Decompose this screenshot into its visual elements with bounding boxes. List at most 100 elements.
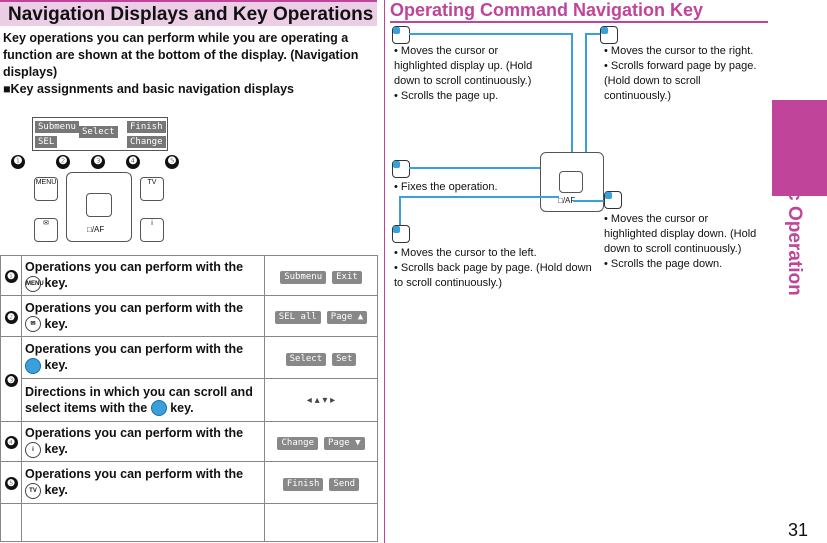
table-row-empty bbox=[0, 503, 378, 542]
right-header-underline bbox=[390, 21, 768, 23]
row-text-suffix: key. bbox=[44, 483, 68, 498]
nav-up-text: • Scrolls the page up. bbox=[394, 90, 499, 102]
subheading: ■Key assignments and basic navigation di… bbox=[3, 82, 294, 96]
nav-center-description: • Fixes the operation. bbox=[394, 180, 534, 195]
nav-center-text: • Fixes the operation. bbox=[394, 181, 498, 193]
center-key-icon bbox=[559, 171, 583, 193]
pad-label: □/AF bbox=[558, 196, 576, 205]
soft-label-finish: Finish bbox=[127, 121, 166, 133]
connector-line bbox=[409, 33, 573, 35]
page-number: 31 bbox=[788, 520, 809, 540]
direction-arrows-icon: ◂ ▴ ▾ ▸ bbox=[306, 394, 336, 406]
row-text: Operations you can perform with the bbox=[25, 260, 244, 275]
row-text: Operations you can perform with the bbox=[25, 467, 244, 482]
nav-button-image: SEL all bbox=[274, 311, 321, 324]
row-text-suffix: key. bbox=[44, 316, 68, 331]
nav-pad-illustration: □/AF bbox=[66, 172, 132, 242]
side-tab-label-wrap: Basic Operation bbox=[783, 150, 805, 450]
nav-pad-illustration: □/AF bbox=[540, 152, 604, 212]
callout-2: ❷ bbox=[56, 155, 70, 169]
nav-button-image: Page ▼ bbox=[324, 436, 365, 450]
nav-right-description: • Moves the cursor to the right. • Scrol… bbox=[604, 44, 764, 104]
nav-button-image: Submenu bbox=[280, 270, 327, 284]
callout-1: ❶ bbox=[11, 155, 25, 169]
nav-button-image: Change bbox=[277, 436, 318, 450]
mail-key-icon: ✉ bbox=[25, 316, 41, 333]
right-header-title: Operating Command Navigation Key bbox=[390, 0, 704, 20]
center-key-icon bbox=[25, 357, 41, 374]
menu-key-icon: MENU bbox=[25, 275, 44, 292]
nav-right-key-icon bbox=[600, 26, 618, 44]
soft-label-submenu: Submenu bbox=[35, 121, 79, 133]
row-text-suffix: key. bbox=[44, 442, 68, 457]
display-illustration: Submenu Select Finish SEL Change bbox=[32, 117, 168, 151]
callout-3: ❸ bbox=[91, 155, 105, 169]
side-tab bbox=[772, 100, 827, 196]
nav-key-icon bbox=[150, 400, 167, 417]
nav-down-text: • Scrolls the page down. bbox=[604, 258, 723, 270]
column-divider bbox=[384, 0, 385, 543]
i-key-icon: i bbox=[25, 441, 41, 458]
side-tab-label: Basic Operation bbox=[784, 150, 805, 296]
nav-left-description: • Moves the cursor to the left. • Scroll… bbox=[394, 246, 594, 291]
tv-key-icon: TV bbox=[25, 482, 41, 499]
row-text-suffix: key. bbox=[44, 358, 68, 373]
nav-button-image: Finish bbox=[282, 477, 324, 491]
row-text: Operations you can perform with the bbox=[25, 342, 244, 357]
i-key-icon: i bbox=[140, 218, 164, 242]
nav-button-image: Select bbox=[285, 352, 327, 366]
table-row: Directions in which you can scroll and s… bbox=[1, 378, 378, 422]
row-text: Directions in which you can scroll and s… bbox=[25, 384, 253, 415]
nav-right-text: • Scrolls forward page by page. (Hold do… bbox=[604, 60, 757, 102]
tv-key-icon: TV bbox=[140, 177, 164, 201]
connector-line bbox=[585, 33, 587, 183]
nav-button-image: Set bbox=[332, 352, 357, 366]
soft-label-select: Select bbox=[79, 126, 118, 138]
nav-up-description: • Moves the cursor or highlighted displa… bbox=[394, 44, 544, 104]
connector-line bbox=[573, 200, 604, 202]
nav-button-image: Exit bbox=[332, 270, 362, 284]
callout-5: ❺ bbox=[165, 155, 179, 169]
nav-down-description: • Moves the cursor or highlighted displa… bbox=[604, 212, 764, 272]
center-key-icon bbox=[86, 193, 112, 217]
row-text-suffix: key. bbox=[170, 400, 194, 415]
nav-left-text: • Moves the cursor to the left. bbox=[394, 247, 537, 259]
intro-text: Key operations you can perform while you… bbox=[3, 31, 359, 79]
callout-4: ❹ bbox=[126, 155, 140, 169]
nav-left-text: • Scrolls back page by page. (Hold down … bbox=[394, 262, 592, 289]
connector-line bbox=[399, 196, 559, 198]
nav-down-key-icon bbox=[604, 191, 622, 209]
mail-key-icon: ✉ bbox=[34, 218, 58, 242]
soft-label-change: Change bbox=[127, 136, 166, 148]
row-text-suffix: key. bbox=[44, 276, 68, 291]
connector-line bbox=[585, 33, 600, 35]
nav-right-text: • Moves the cursor to the right. bbox=[604, 45, 754, 57]
nav-button-image: Page ▲ bbox=[326, 311, 368, 324]
row-number: ❹ bbox=[4, 436, 18, 449]
row-number: ❺ bbox=[4, 477, 18, 490]
nav-up-text: • Moves the cursor or highlighted displa… bbox=[394, 45, 533, 87]
pad-label: □/AF bbox=[87, 225, 105, 234]
left-header-title: Navigation Displays and Key Operations bbox=[8, 4, 374, 25]
left-section-header: Navigation Displays and Key Operations bbox=[0, 0, 377, 26]
soft-label-sel: SEL bbox=[35, 136, 58, 148]
nav-button-image: Send bbox=[329, 477, 360, 491]
table-row: ❸ Operations you can perform with the ke… bbox=[0, 336, 378, 422]
row-text: Operations you can perform with the bbox=[25, 426, 244, 441]
row-number: ❶ bbox=[4, 270, 18, 283]
row-number: ❸ bbox=[4, 373, 18, 387]
connector-line bbox=[409, 167, 561, 169]
connector-line bbox=[571, 33, 573, 168]
table-row: ❷ Operations you can perform with the✉ k… bbox=[0, 295, 378, 337]
row-text: Operations you can perform with the bbox=[25, 300, 244, 315]
nav-up-key-icon bbox=[392, 26, 410, 44]
menu-key-icon: MENU bbox=[34, 177, 58, 201]
nav-center-key-icon bbox=[392, 160, 410, 178]
nav-down-text: • Moves the cursor or highlighted displa… bbox=[604, 213, 757, 255]
connector-line bbox=[399, 196, 401, 225]
nav-left-key-icon bbox=[392, 225, 410, 243]
